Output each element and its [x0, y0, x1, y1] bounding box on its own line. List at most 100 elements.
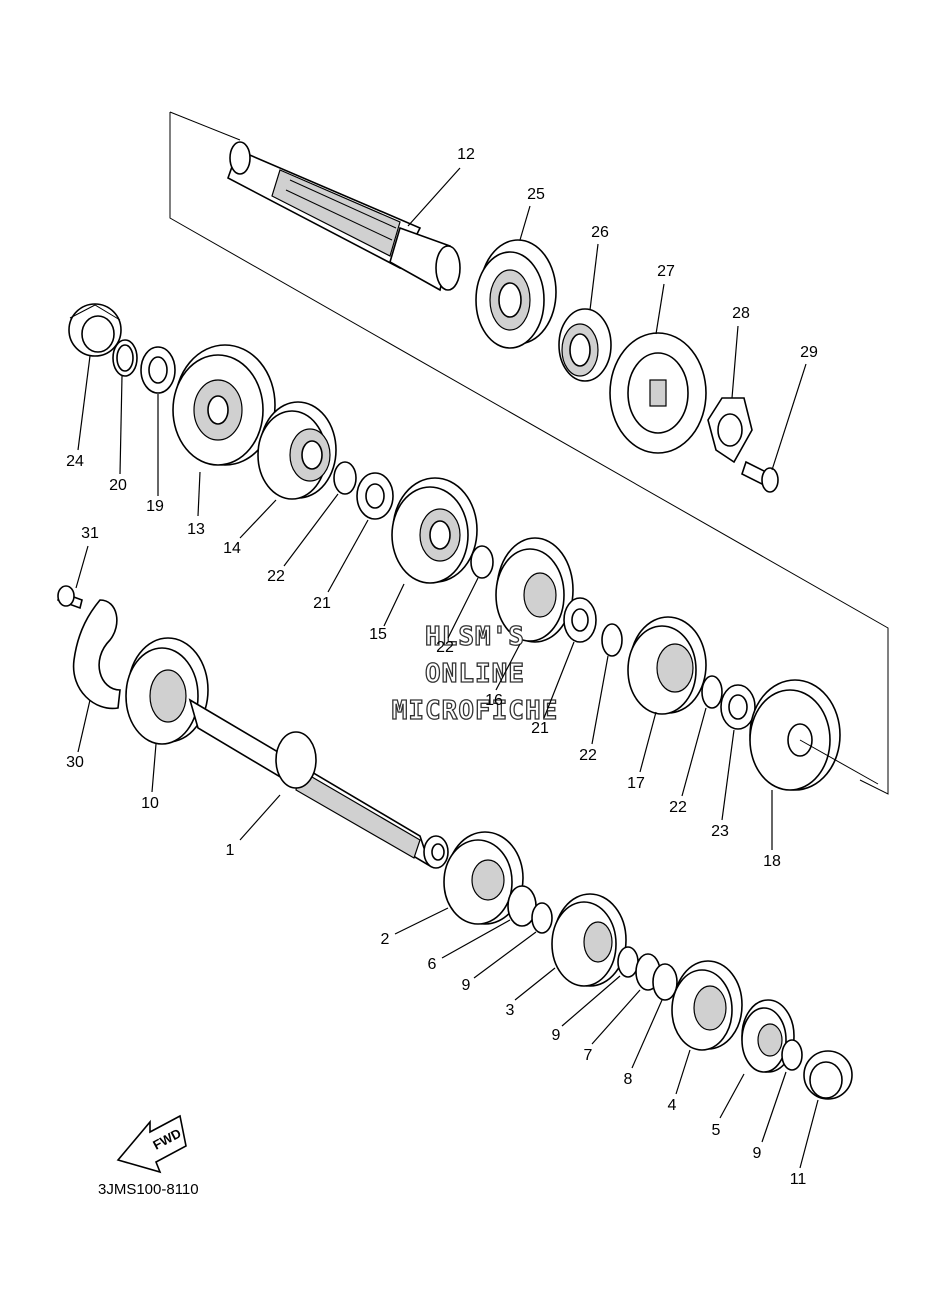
circlip-22d: [701, 675, 723, 709]
callout-label-22: 22: [579, 747, 597, 764]
gear-16: [495, 537, 574, 643]
callout-leader-31: [75, 545, 89, 589]
screw-31: [57, 585, 83, 610]
callout-label-6: 6: [428, 956, 437, 973]
callout-leader-21: [327, 519, 369, 593]
shaft-axis-line: [799, 739, 879, 785]
circlip-9a: [531, 902, 553, 934]
bearing-25: [475, 239, 557, 349]
callout-leader-22: [447, 577, 479, 639]
callout-leader-5: [719, 1073, 745, 1119]
callout-leader-23: [721, 729, 735, 821]
callout-label-4: 4: [668, 1097, 677, 1114]
callout-leader-26: [589, 243, 599, 311]
main-axle: [188, 698, 449, 869]
callout-leader-22: [681, 707, 707, 797]
fwd-arrow-icon: FWD: [116, 1114, 187, 1174]
callout-leader-13: [197, 471, 201, 517]
callout-label-29: 29: [800, 344, 818, 361]
gear-3: [551, 893, 627, 987]
callout-leader-11: [799, 1099, 819, 1169]
callout-label-23: 23: [711, 823, 729, 840]
callout-labels: 1234567899910111213141516171819202121222…: [66, 146, 818, 1188]
watermark-line-2: ONLINE: [425, 659, 525, 689]
callout-leader-22: [283, 493, 339, 567]
callout-label-13: 13: [187, 521, 205, 538]
callout-leader-10: [151, 743, 157, 793]
callout-leader-12: [407, 167, 461, 227]
callout-leader-24: [77, 355, 91, 451]
washer-8: [652, 963, 678, 1001]
callout-label-21: 21: [313, 595, 331, 612]
drive-axle: [227, 141, 461, 292]
gear-5: [741, 999, 795, 1073]
callout-label-14: 14: [223, 540, 241, 557]
bearing-11: [803, 1050, 853, 1100]
callout-label-24: 24: [66, 453, 84, 470]
callout-leader-9: [473, 931, 537, 979]
callout-leader-21: [543, 641, 575, 719]
lock-washer-28: [707, 397, 753, 464]
bearing-24: [68, 303, 122, 357]
callout-label-12: 12: [457, 146, 475, 163]
callout-leader-8: [631, 999, 663, 1069]
callout-label-22: 22: [669, 799, 687, 816]
callout-leader-4: [675, 1049, 691, 1095]
callout-leader-14: [239, 499, 277, 539]
sprocket-27: [609, 332, 707, 454]
bolt-29: [741, 460, 779, 493]
bearing-stopper-30: [72, 599, 121, 710]
callout-label-27: 27: [657, 263, 675, 280]
callout-leader-20: [119, 375, 123, 475]
callout-label-1: 1: [226, 842, 235, 859]
upper-assembly-frame: [169, 112, 889, 795]
callout-leader-3: [514, 967, 556, 1001]
callout-label-22: 22: [436, 639, 454, 656]
callout-leader-25: [519, 205, 531, 241]
washer-21a: [356, 472, 394, 520]
callout-label-11: 11: [790, 1171, 807, 1188]
callout-label-7: 7: [584, 1047, 593, 1064]
callout-label-9: 9: [552, 1027, 561, 1044]
circlip-22c: [601, 623, 623, 657]
callout-label-9: 9: [753, 1145, 762, 1162]
callout-leader-9: [761, 1071, 787, 1143]
callout-label-19: 19: [146, 498, 164, 515]
gear-2: [443, 831, 524, 925]
callout-label-8: 8: [624, 1071, 633, 1088]
callout-label-16: 16: [485, 692, 503, 709]
washer-19: [140, 346, 176, 394]
callout-label-18: 18: [763, 853, 781, 870]
callout-leader-28: [731, 325, 739, 399]
bearing-10: [125, 637, 209, 745]
callout-label-22: 22: [267, 568, 285, 585]
washer-21b: [563, 597, 597, 643]
callout-leaders: [75, 167, 819, 1169]
callout-label-21: 21: [531, 720, 549, 737]
callout-label-28: 28: [732, 305, 750, 322]
callout-leader-6: [441, 919, 511, 959]
gear-18: [749, 679, 841, 791]
callout-label-10: 10: [141, 795, 159, 812]
callout-label-30: 30: [66, 754, 84, 771]
callout-label-20: 20: [109, 477, 127, 494]
circlip-9c: [781, 1039, 803, 1071]
drawing-code: 3JMS100-8110: [98, 1181, 199, 1198]
callout-label-9: 9: [462, 977, 471, 994]
oil-seal-26: [558, 308, 612, 382]
callout-label-5: 5: [712, 1122, 721, 1139]
callout-leader-30: [77, 699, 91, 753]
gear-14: [257, 401, 337, 500]
callout-leader-9: [561, 975, 621, 1027]
callout-leader-2: [394, 907, 449, 935]
callout-leader-7: [591, 989, 641, 1045]
upper-assembly-frame-top: [169, 111, 241, 141]
watermark-line-1: HLSM'S: [425, 622, 525, 652]
callout-label-31: 31: [81, 525, 99, 542]
circlip-20: [112, 339, 138, 377]
callout-label-2: 2: [381, 931, 390, 948]
gear-13: [172, 344, 276, 466]
circlip-22a: [333, 461, 357, 495]
callout-leader-16: [495, 643, 521, 691]
